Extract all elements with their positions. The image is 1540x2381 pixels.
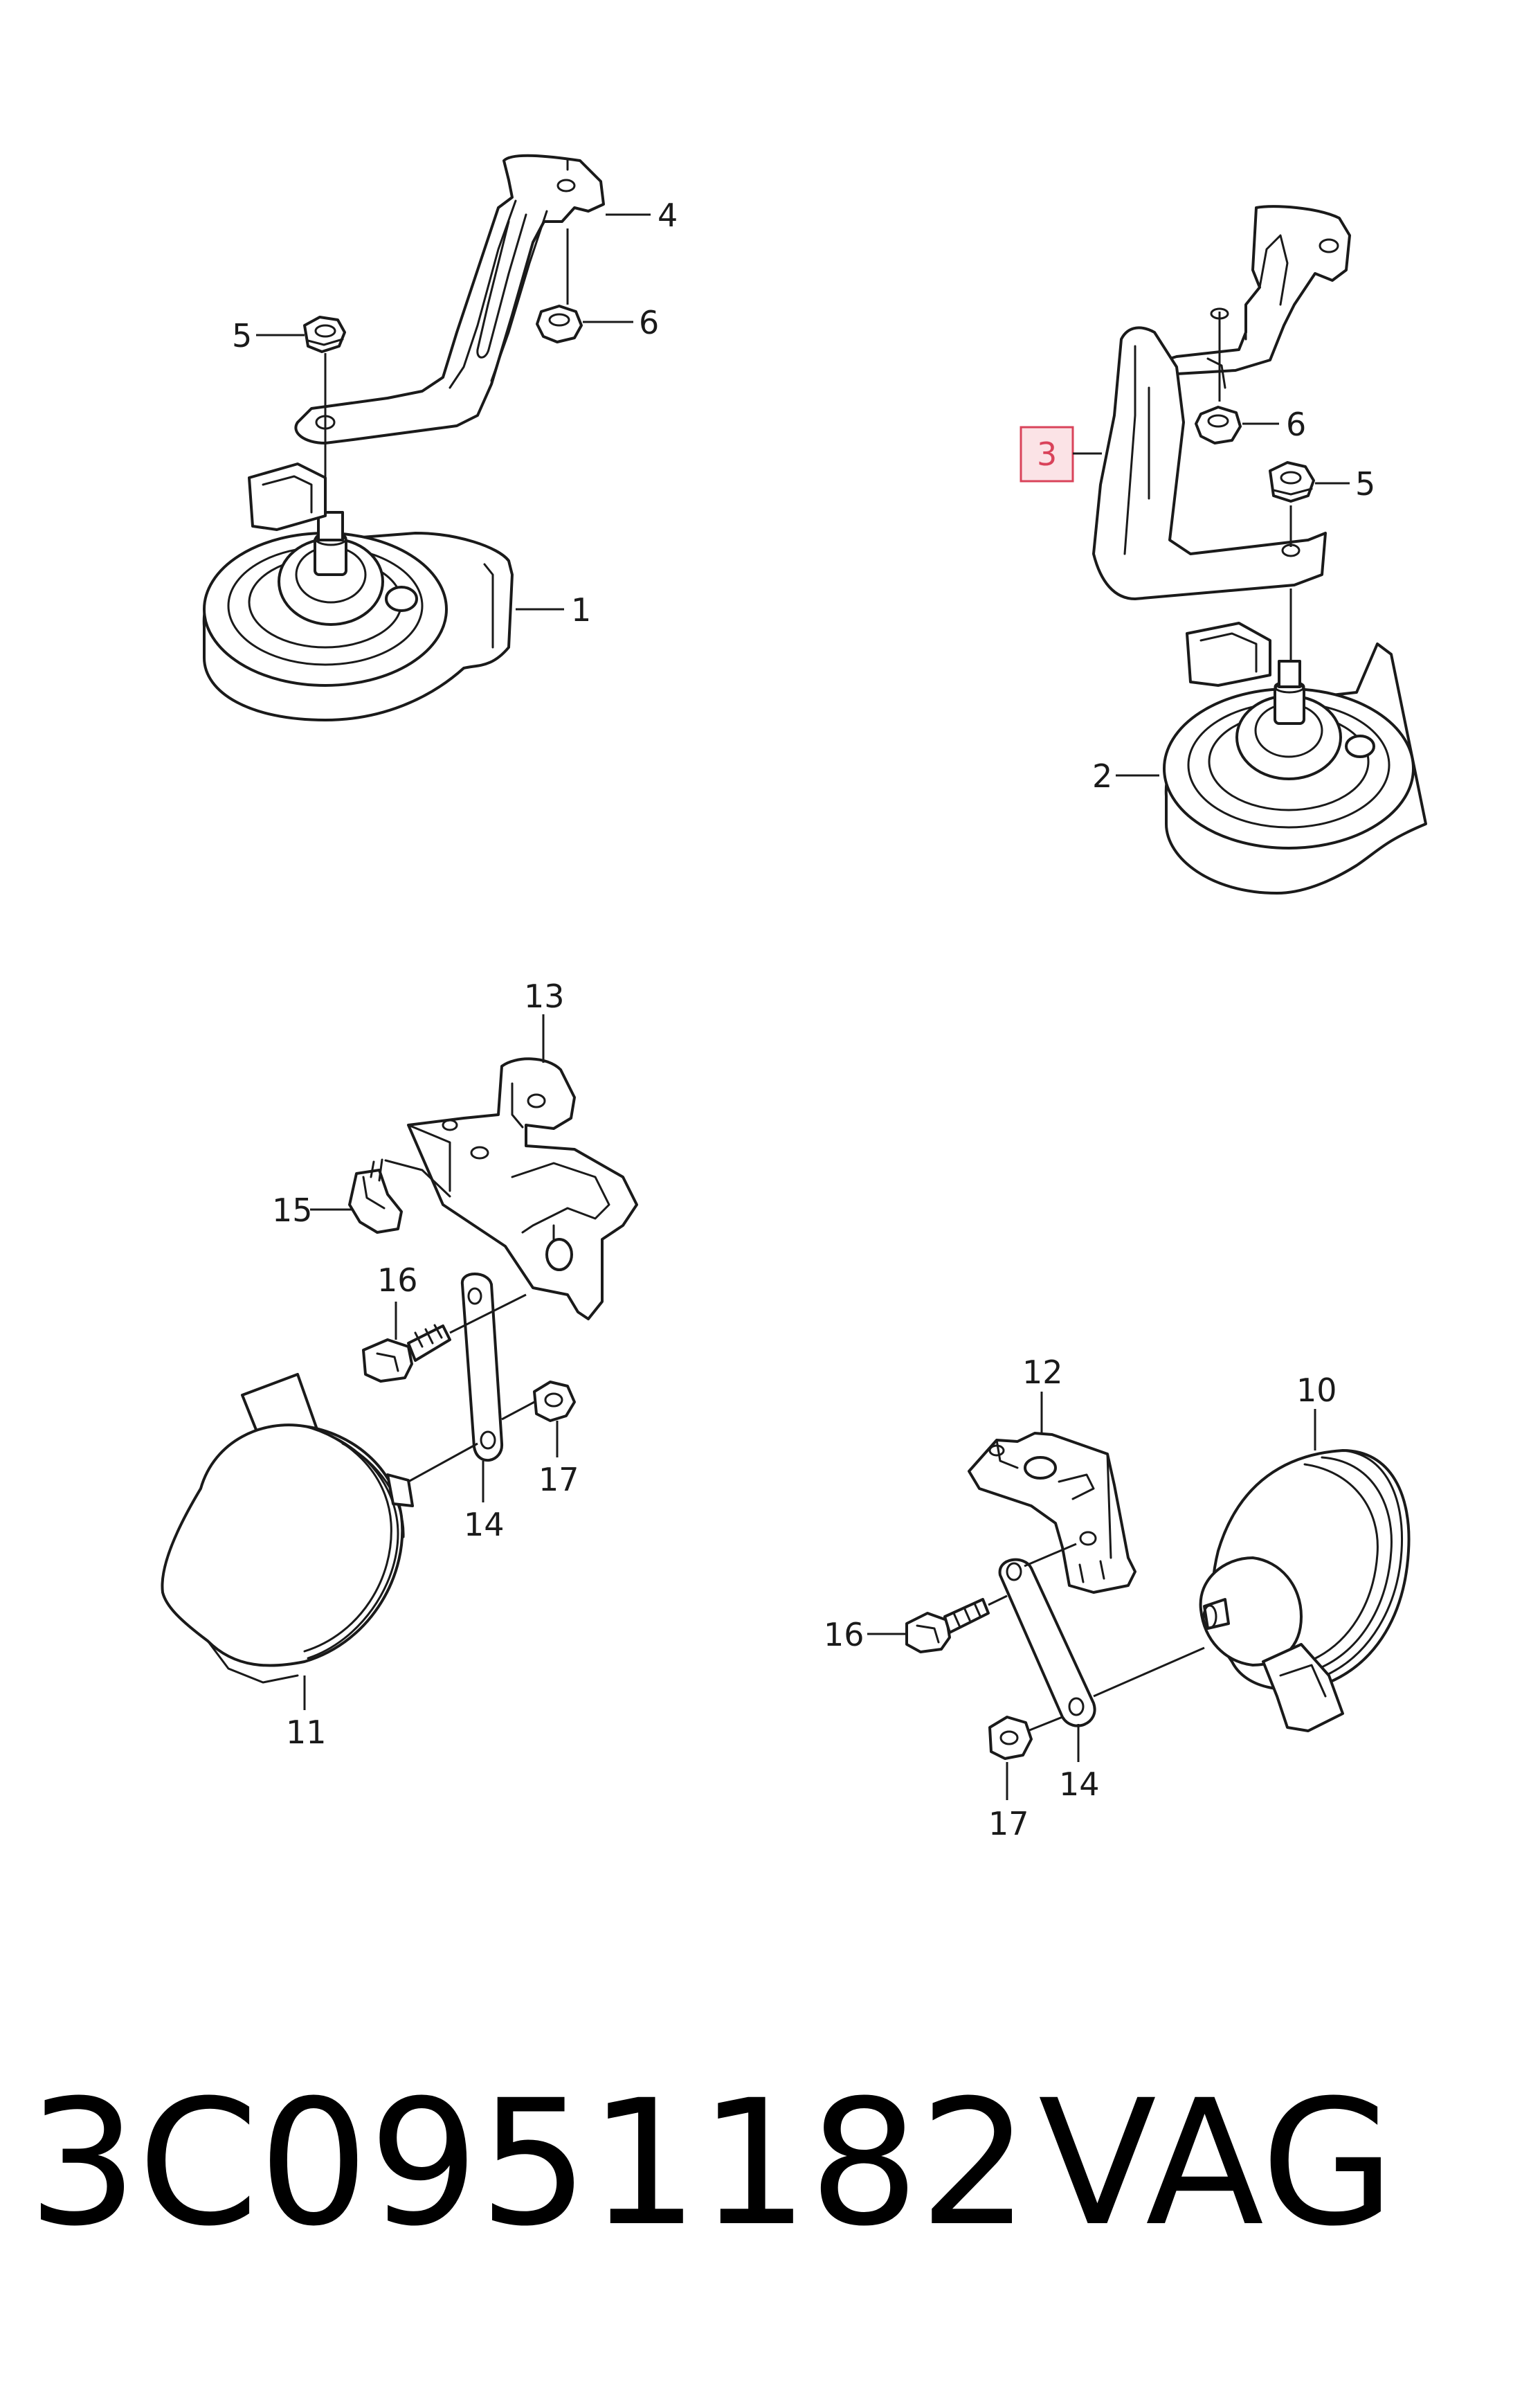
callout-14-lower-right: 14 xyxy=(1059,1724,1100,1803)
callout-17-lower-right: 17 xyxy=(988,1762,1029,1842)
nut-5b-drawing xyxy=(1269,461,1315,503)
svg-text:16: 16 xyxy=(377,1261,418,1299)
svg-text:1: 1 xyxy=(571,591,591,629)
svg-text:11: 11 xyxy=(286,1714,327,1751)
svg-text:5: 5 xyxy=(232,317,252,354)
callout-1: 1 xyxy=(516,591,591,629)
nut-17b-drawing xyxy=(988,1716,1063,1760)
svg-text:17: 17 xyxy=(988,1805,1029,1842)
nut-6b-drawing xyxy=(1195,406,1242,444)
callout-17-mid-left: 17 xyxy=(538,1421,579,1498)
part-number: 3C0951182 xyxy=(28,2063,1030,2264)
bolt-16-drawing xyxy=(362,1293,527,1383)
svg-text:17: 17 xyxy=(538,1461,579,1498)
svg-text:6: 6 xyxy=(639,304,659,341)
svg-text:6: 6 xyxy=(1286,406,1306,443)
svg-text:14: 14 xyxy=(464,1506,505,1543)
callout-12: 12 xyxy=(1022,1354,1063,1433)
bracket-12-drawing xyxy=(968,1432,1136,1594)
svg-text:10: 10 xyxy=(1296,1372,1337,1409)
callouts: 4 5 6 1 3 6 5 2 xyxy=(232,197,1375,1842)
callout-4: 4 xyxy=(606,197,678,234)
brand-label: VAG xyxy=(1038,2063,1395,2264)
svg-text:15: 15 xyxy=(272,1192,313,1229)
strap-14-drawing xyxy=(460,1273,504,1462)
part-footer: 3C0951182 VAG xyxy=(28,2049,1523,2278)
callout-15: 15 xyxy=(272,1192,353,1229)
horn-11-drawing xyxy=(161,1373,414,1684)
callout-6-top-right: 6 xyxy=(1242,406,1306,443)
svg-text:12: 12 xyxy=(1022,1354,1063,1391)
bolt-16b-drawing xyxy=(905,1594,1008,1653)
svg-text:3: 3 xyxy=(1037,435,1057,473)
nut-6-drawing xyxy=(536,305,583,343)
callout-11: 11 xyxy=(286,1675,327,1751)
strap-14b-drawing xyxy=(998,1558,1096,1727)
assembly-top-left xyxy=(202,154,605,721)
svg-text:14: 14 xyxy=(1059,1765,1100,1803)
svg-text:4: 4 xyxy=(658,197,678,234)
nut-5-drawing xyxy=(303,316,346,353)
horn-10-drawing xyxy=(1199,1449,1411,1732)
bracket-13-drawing xyxy=(407,1057,638,1320)
svg-text:16: 16 xyxy=(824,1616,864,1653)
horn-2-drawing xyxy=(1163,622,1427,895)
assembly-lower-right xyxy=(905,1432,1411,1760)
callout-13: 13 xyxy=(524,978,565,1063)
callout-10: 10 xyxy=(1296,1372,1337,1450)
callout-16-lower-right: 16 xyxy=(824,1616,905,1653)
callout-16-mid-left: 16 xyxy=(377,1261,418,1340)
bracket-4-drawing xyxy=(294,154,605,444)
svg-text:13: 13 xyxy=(524,978,565,1015)
callout-6-top-left: 6 xyxy=(583,304,659,341)
assembly-mid-left xyxy=(161,1057,638,1684)
nut-17-drawing xyxy=(501,1381,576,1422)
callout-2: 2 xyxy=(1092,757,1159,795)
callout-5-top-right: 5 xyxy=(1315,465,1375,503)
bracket-3-drawing xyxy=(1092,205,1351,600)
callout-3-highlighted: 3 xyxy=(1020,426,1102,483)
callout-14-mid-left: 14 xyxy=(464,1461,505,1543)
horn-1-drawing xyxy=(202,462,514,721)
assembly-top-right xyxy=(1092,205,1427,895)
svg-text:5: 5 xyxy=(1355,465,1375,503)
callout-5-top-left: 5 xyxy=(232,317,305,354)
svg-text:2: 2 xyxy=(1092,757,1112,795)
